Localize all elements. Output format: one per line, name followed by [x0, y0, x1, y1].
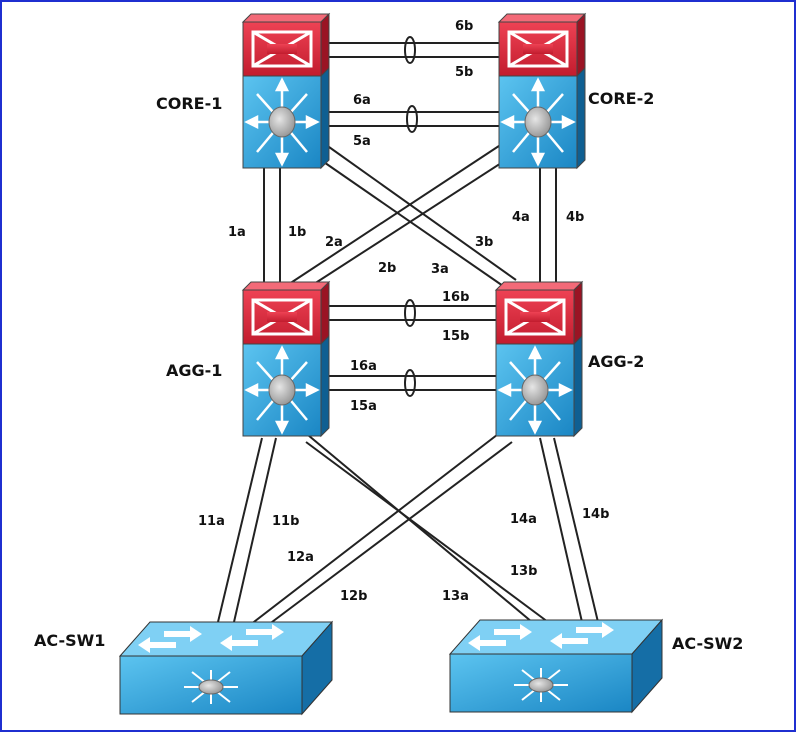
link-label-13b: 13b	[510, 564, 537, 579]
core-2-switch	[497, 12, 587, 170]
link-label-6a: 6a	[353, 93, 371, 108]
link-label-1b: 1b	[288, 225, 306, 240]
ac-sw1-switch	[119, 621, 333, 715]
link-label-12b: 12b	[340, 589, 367, 604]
link-label-2a: 2a	[325, 235, 343, 250]
cables	[217, 42, 599, 626]
port-channel-markers	[404, 36, 418, 397]
core-1-label: CORE-1	[156, 94, 222, 113]
link-label-14a: 14a	[510, 512, 537, 527]
link-label-15b: 15b	[442, 329, 469, 344]
link-labels: 6b 5b 6a 5a 1a 1b 2a 2b 3a 3b 4a 4b 16b …	[198, 19, 609, 604]
link-label-5b: 5b	[455, 65, 473, 80]
core-1-switch	[241, 12, 331, 170]
link-label-4a: 4a	[512, 210, 530, 225]
link-label-16b: 16b	[442, 290, 469, 305]
link-label-16a: 16a	[350, 359, 377, 374]
link-label-14b: 14b	[582, 507, 609, 522]
ac-sw2-switch	[449, 619, 663, 713]
link-label-13a: 13a	[442, 589, 469, 604]
agg-1-switch	[241, 280, 331, 438]
link-label-2b: 2b	[378, 261, 396, 276]
agg-1-label: AGG-1	[166, 361, 222, 380]
link-label-11a: 11a	[198, 514, 225, 529]
link-label-12a: 12a	[287, 550, 314, 565]
link-label-4b: 4b	[566, 210, 584, 225]
ac-sw1-label: AC-SW1	[34, 631, 105, 650]
core-2-label: CORE-2	[588, 89, 654, 108]
link-label-15a: 15a	[350, 399, 377, 414]
agg-2-label: AGG-2	[588, 352, 644, 371]
link-label-11b: 11b	[272, 514, 299, 529]
link-label-3a: 3a	[431, 262, 449, 277]
link-label-3b: 3b	[475, 235, 493, 250]
link-label-6b: 6b	[455, 19, 473, 34]
link-label-1a: 1a	[228, 225, 246, 240]
link-label-5a: 5a	[353, 134, 371, 149]
ac-sw2-label: AC-SW2	[672, 634, 743, 653]
agg-2-switch	[494, 280, 584, 438]
